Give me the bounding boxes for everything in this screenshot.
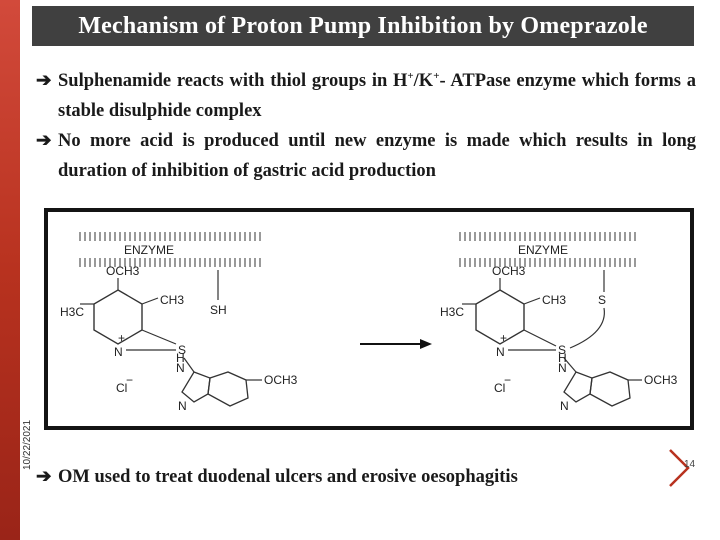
enzyme-label: ENZYME bbox=[124, 243, 174, 257]
methoxy-label: OCH3 bbox=[106, 264, 140, 278]
methoxy-label: OCH3 bbox=[492, 264, 526, 278]
reaction-diagram: ENZYME OCH3 H3C CH3 SH N + S Cl − N H N bbox=[48, 212, 690, 426]
slide-title-box: Mechanism of Proton Pump Inhibition by O… bbox=[32, 6, 694, 46]
pyridinium-n: N bbox=[496, 345, 505, 359]
arrow-bullet-icon: ➔ bbox=[36, 131, 52, 151]
sulfur-label: S bbox=[178, 343, 186, 357]
bullet-item: ➔ No more acid is produced until new enz… bbox=[36, 126, 696, 186]
plus-charge: + bbox=[500, 331, 507, 345]
bullet-text-mid: /K bbox=[413, 71, 434, 91]
side-accent-bar bbox=[0, 0, 20, 540]
slide-title: Mechanism of Proton Pump Inhibition by O… bbox=[78, 12, 648, 39]
product-structure: ENZYME OCH3 H3C CH3 S N + S Cl − N H N bbox=[440, 232, 678, 413]
minus-charge: − bbox=[126, 373, 133, 387]
bottom-bullet-item: ➔ OM used to treat duodenal ulcers and e… bbox=[36, 462, 676, 492]
ch3-label: CH3 bbox=[160, 293, 184, 307]
benzene-ring bbox=[589, 371, 631, 407]
nh-nitrogen: N bbox=[176, 361, 185, 375]
enzyme-membrane-top bbox=[458, 232, 638, 241]
enzyme-sulfur-label: S bbox=[598, 293, 606, 307]
reactant-structure: ENZYME OCH3 H3C CH3 SH N + S Cl − N H N bbox=[60, 232, 298, 413]
page-number: 14 bbox=[684, 459, 696, 470]
thiol-label: SH bbox=[210, 303, 227, 317]
chloride-label: Cl bbox=[494, 381, 505, 395]
bullet-text: No more acid is produced until new enzym… bbox=[58, 131, 696, 181]
ch3-label: CH3 bbox=[542, 293, 566, 307]
imidazole-ring bbox=[563, 371, 593, 403]
plus-charge: + bbox=[118, 331, 125, 345]
nh-hydrogen: H bbox=[176, 351, 185, 365]
enzyme-membrane-bottom bbox=[458, 258, 638, 267]
bullet-text-post: - ATPase enzyme which forms a stable dis… bbox=[58, 71, 696, 121]
bullet-text: Sulphenamide reacts with thiol groups in… bbox=[58, 66, 696, 126]
bullet-list: ➔ Sulphenamide reacts with thiol groups … bbox=[36, 66, 696, 186]
enzyme-membrane-top bbox=[76, 232, 264, 241]
page-badge-shape bbox=[669, 449, 690, 487]
pyridinium-n: N bbox=[114, 345, 123, 359]
arrow-bullet-icon: ➔ bbox=[36, 71, 52, 91]
bullet-sup: + bbox=[433, 69, 440, 82]
nh-hydrogen: H bbox=[558, 351, 567, 365]
bullet-item: ➔ Sulphenamide reacts with thiol groups … bbox=[36, 66, 696, 126]
imidazole-n: N bbox=[560, 399, 569, 413]
nh-nitrogen: N bbox=[558, 361, 567, 375]
bullet-text: OM used to treat duodenal ulcers and ero… bbox=[58, 467, 518, 487]
imidazole-n: N bbox=[178, 399, 187, 413]
imidazole-ring bbox=[181, 371, 211, 403]
sulfur-label: S bbox=[558, 343, 566, 357]
enzyme-label: ENZYME bbox=[518, 243, 568, 257]
bullet-text-pre: Sulphenamide reacts with thiol groups in… bbox=[58, 71, 408, 91]
enzyme-membrane-bottom bbox=[76, 258, 264, 267]
mechanism-figure: ENZYME OCH3 H3C CH3 SH N + S Cl − N H N bbox=[44, 208, 694, 430]
minus-charge: − bbox=[504, 373, 511, 387]
bullet-sup: + bbox=[407, 69, 414, 82]
methoxy-right-label: OCH3 bbox=[264, 373, 298, 387]
h3c-label: H3C bbox=[440, 305, 464, 319]
page-number-badge: 14 bbox=[664, 442, 720, 498]
methoxy-right-label: OCH3 bbox=[644, 373, 678, 387]
disulfide-bond bbox=[569, 307, 605, 349]
arrow-bullet-icon: ➔ bbox=[36, 467, 52, 487]
chloride-label: Cl bbox=[116, 381, 127, 395]
reaction-arrow bbox=[360, 339, 432, 349]
h3c-label: H3C bbox=[60, 305, 84, 319]
benzene-ring bbox=[207, 371, 249, 407]
